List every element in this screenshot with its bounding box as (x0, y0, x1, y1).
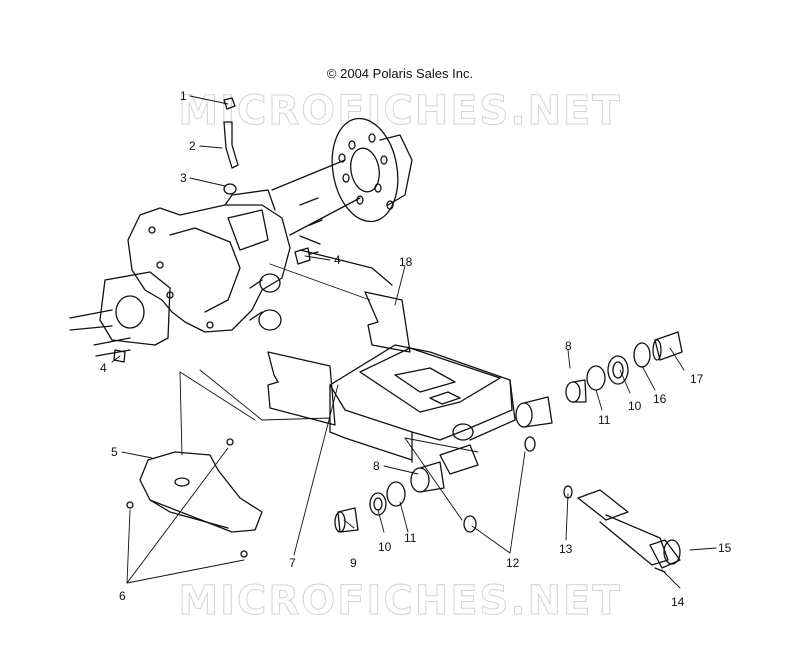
bolt-4-upper (294, 247, 319, 265)
callout-18: 18 (399, 255, 413, 269)
copyright-notice: © 2004 Polaris Sales Inc. (326, 66, 474, 81)
callout-10-upper: 10 (628, 399, 642, 413)
bearing-stack-upper (515, 331, 683, 428)
callout-9: 9 (350, 556, 357, 570)
callout-14: 14 (671, 595, 685, 609)
swing-arm-frame (329, 344, 516, 475)
callout-2: 2 (189, 139, 196, 153)
callout-8-lower: 8 (373, 459, 380, 473)
callout-15: 15 (718, 541, 732, 555)
left-mount-plate (69, 271, 171, 363)
callout-12: 12 (506, 556, 520, 570)
callout-13: 13 (559, 542, 573, 556)
callout-4-lower: 4 (100, 361, 107, 375)
watermark-bottom: MICROFICHES.NET (178, 578, 622, 625)
callout-4-upper: 4 (334, 253, 341, 267)
callout-10-lower: 10 (378, 540, 392, 554)
differential-housing (127, 189, 291, 333)
bearing-stack-lower (334, 436, 573, 533)
callout-1: 1 (180, 89, 187, 103)
brake-disc-assembly (271, 117, 413, 236)
drive-shaft (577, 489, 681, 573)
callout-16: 16 (653, 392, 667, 406)
callout-8-upper: 8 (565, 339, 572, 353)
callout-11-upper: 11 (598, 413, 611, 427)
callout-3: 3 (180, 171, 187, 185)
guard-plate (126, 438, 263, 558)
watermark-top: MICROFICHES.NET (178, 88, 622, 135)
callout-7: 7 (289, 556, 296, 570)
bracket-plates (267, 235, 411, 426)
leader-lines (111, 95, 717, 589)
callout-6: 6 (119, 589, 126, 603)
callout-5: 5 (111, 445, 118, 459)
vent-parts (223, 97, 239, 195)
callout-11-lower: 11 (404, 531, 417, 545)
callout-17: 17 (690, 372, 704, 386)
